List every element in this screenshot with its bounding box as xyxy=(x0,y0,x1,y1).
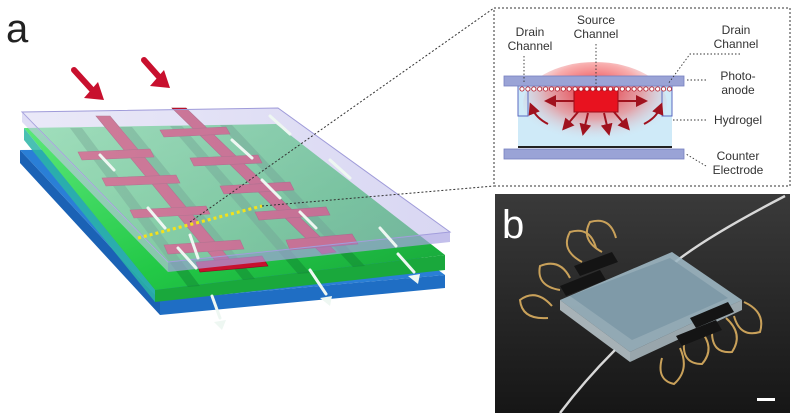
label-photoanode-1: Photo- xyxy=(720,69,755,83)
glass-cover xyxy=(20,107,452,272)
label-hydrogel: Hydrogel xyxy=(714,113,762,127)
panel-b-photo: b xyxy=(495,194,790,414)
photoanode-particle xyxy=(554,86,560,92)
label-source-2: Channel xyxy=(574,27,619,41)
label-drain-left-2: Channel xyxy=(508,39,553,53)
photoanode-particle xyxy=(637,86,643,92)
inset-source-block xyxy=(573,89,619,113)
photoanode-particle xyxy=(578,86,584,92)
panel-b-letter: b xyxy=(502,203,524,247)
clip-bodies xyxy=(560,252,734,346)
binder-clips xyxy=(518,219,763,386)
inset-photoanode-particles xyxy=(519,86,673,92)
photoanode-particle xyxy=(525,86,531,92)
label-drain-right-2: Channel xyxy=(714,37,759,51)
label-counter-1: Counter xyxy=(717,149,760,163)
photoanode-particle xyxy=(608,86,614,92)
label-photoanode-2: anode xyxy=(721,83,755,97)
panel-a: a xyxy=(6,7,495,330)
photoanode-particle xyxy=(584,86,590,92)
photoanode-particle xyxy=(661,86,667,92)
photoanode-particle xyxy=(602,86,608,92)
photoanode-particle xyxy=(566,86,572,92)
panel-a-letter: a xyxy=(6,7,29,51)
photoanode-particle xyxy=(631,86,637,92)
photoanode-particle xyxy=(519,86,525,92)
device-hydrogel xyxy=(570,258,728,340)
label-drain-right-1: Drain xyxy=(722,23,751,37)
photoanode-particle xyxy=(531,86,537,92)
label-counter-2: Electrode xyxy=(713,163,764,177)
photoanode-particle xyxy=(590,86,596,92)
inset-cross-section: Drain Channel Source Channel Drain Chann… xyxy=(493,7,791,187)
photoanode-particle xyxy=(537,86,543,92)
photoanode-particle xyxy=(643,86,649,92)
outflow-arrows xyxy=(98,114,420,330)
inset-diffusion-arrows xyxy=(528,95,664,136)
leader-line-top xyxy=(189,7,495,223)
photoanode-particle xyxy=(655,86,661,92)
optical-fiber-bottom xyxy=(559,349,616,414)
scale-bar xyxy=(757,398,775,401)
inlet-arrows xyxy=(71,57,170,100)
photoanode-particle xyxy=(613,86,619,92)
inset-top-plate xyxy=(503,75,685,87)
inset-counter-electrode xyxy=(518,146,672,148)
photoanode-particle xyxy=(625,86,631,92)
photoanode-particle xyxy=(572,86,578,92)
leader-line-bottom xyxy=(261,185,495,207)
photoanode-particle xyxy=(596,86,602,92)
photoanode-particle xyxy=(649,86,655,92)
inset-bottom-plate xyxy=(503,148,685,160)
inset-pointer-lines xyxy=(523,44,740,167)
label-source-1: Source xyxy=(577,13,615,27)
photoanode-particle xyxy=(619,86,625,92)
photoanode-particle xyxy=(549,86,555,92)
label-drain-left-1: Drain xyxy=(516,25,545,39)
photoanode-particle xyxy=(667,86,673,92)
photoanode-particle xyxy=(543,86,549,92)
photoanode-particle xyxy=(560,86,566,92)
